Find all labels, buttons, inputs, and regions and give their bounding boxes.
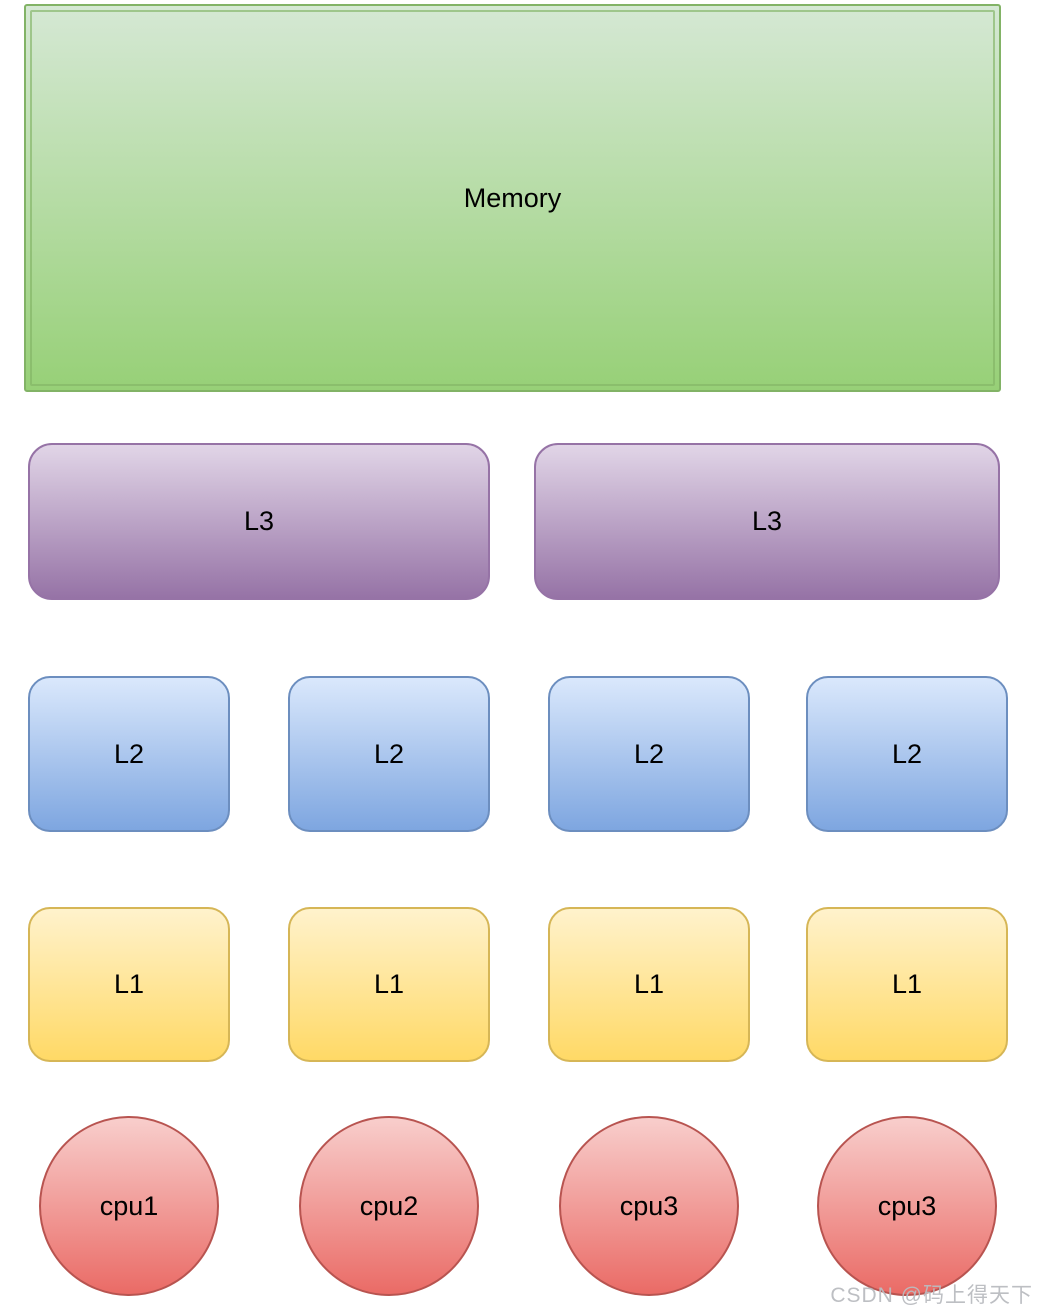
memory-box: Memory: [24, 4, 1001, 392]
l1-label: L1: [633, 969, 665, 999]
l1-cache-box-1: L1: [28, 907, 230, 1062]
cpu-label: cpu1: [99, 1190, 159, 1221]
cpu-circle-1: cpu1: [39, 1116, 219, 1296]
l3-cache-box-2: L3: [534, 443, 1000, 600]
cpu-circle-3: cpu3: [559, 1116, 739, 1296]
cpu-label: cpu3: [619, 1190, 679, 1221]
l2-label: L2: [891, 738, 923, 769]
l2-cache-box-1: L2: [28, 676, 230, 832]
l2-label: L2: [633, 738, 665, 769]
l1-label: L1: [891, 969, 923, 999]
l2-label: L2: [113, 738, 145, 769]
l2-cache-box-3: L2: [548, 676, 750, 832]
l1-cache-box-3: L1: [548, 907, 750, 1062]
cpu-circle-2: cpu2: [299, 1116, 479, 1296]
cpu-circle-4: cpu3: [817, 1116, 997, 1296]
l3-cache-box-1: L3: [28, 443, 490, 600]
l2-cache-box-2: L2: [288, 676, 490, 832]
csdn-watermark: CSDN @码上得天下: [830, 1284, 1033, 1307]
cpu-label: cpu3: [877, 1190, 937, 1221]
l1-label: L1: [113, 969, 145, 999]
memory-label: Memory: [463, 182, 562, 213]
l1-label: L1: [373, 969, 405, 999]
l1-cache-box-4: L1: [806, 907, 1008, 1062]
cpu-label: cpu2: [359, 1190, 419, 1221]
l2-cache-box-4: L2: [806, 676, 1008, 832]
l3-label: L3: [243, 506, 275, 536]
l3-label: L3: [751, 506, 783, 536]
l1-cache-box-2: L1: [288, 907, 490, 1062]
l2-label: L2: [373, 738, 405, 769]
